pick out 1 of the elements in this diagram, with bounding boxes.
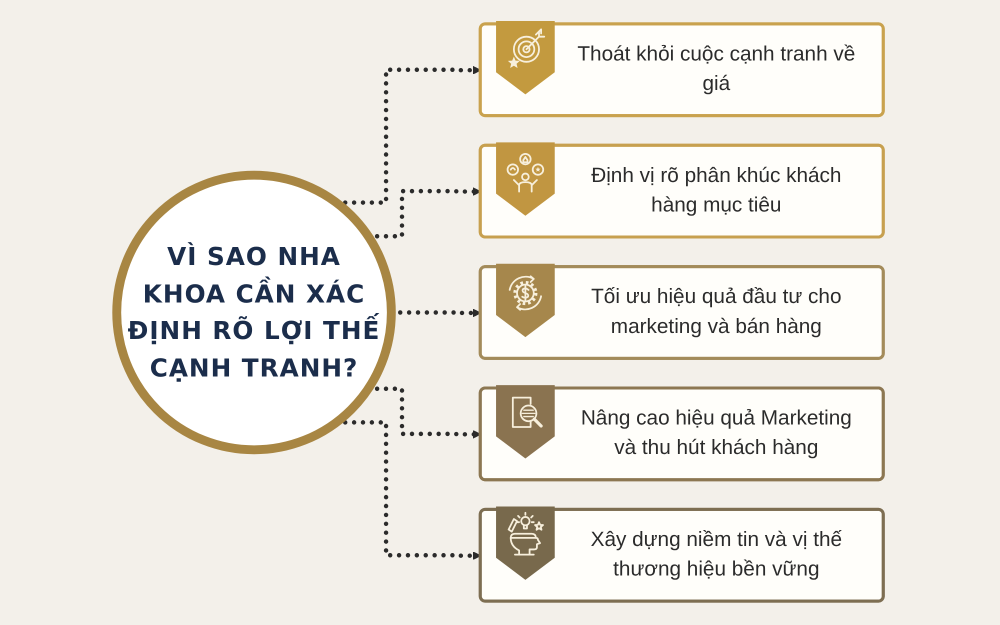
node-circle: VÌ SAO NHA KHOA CẦN XÁC ĐỊNH RÕ LỢI THẾ CẠNH TRANH? — [112, 170, 396, 454]
